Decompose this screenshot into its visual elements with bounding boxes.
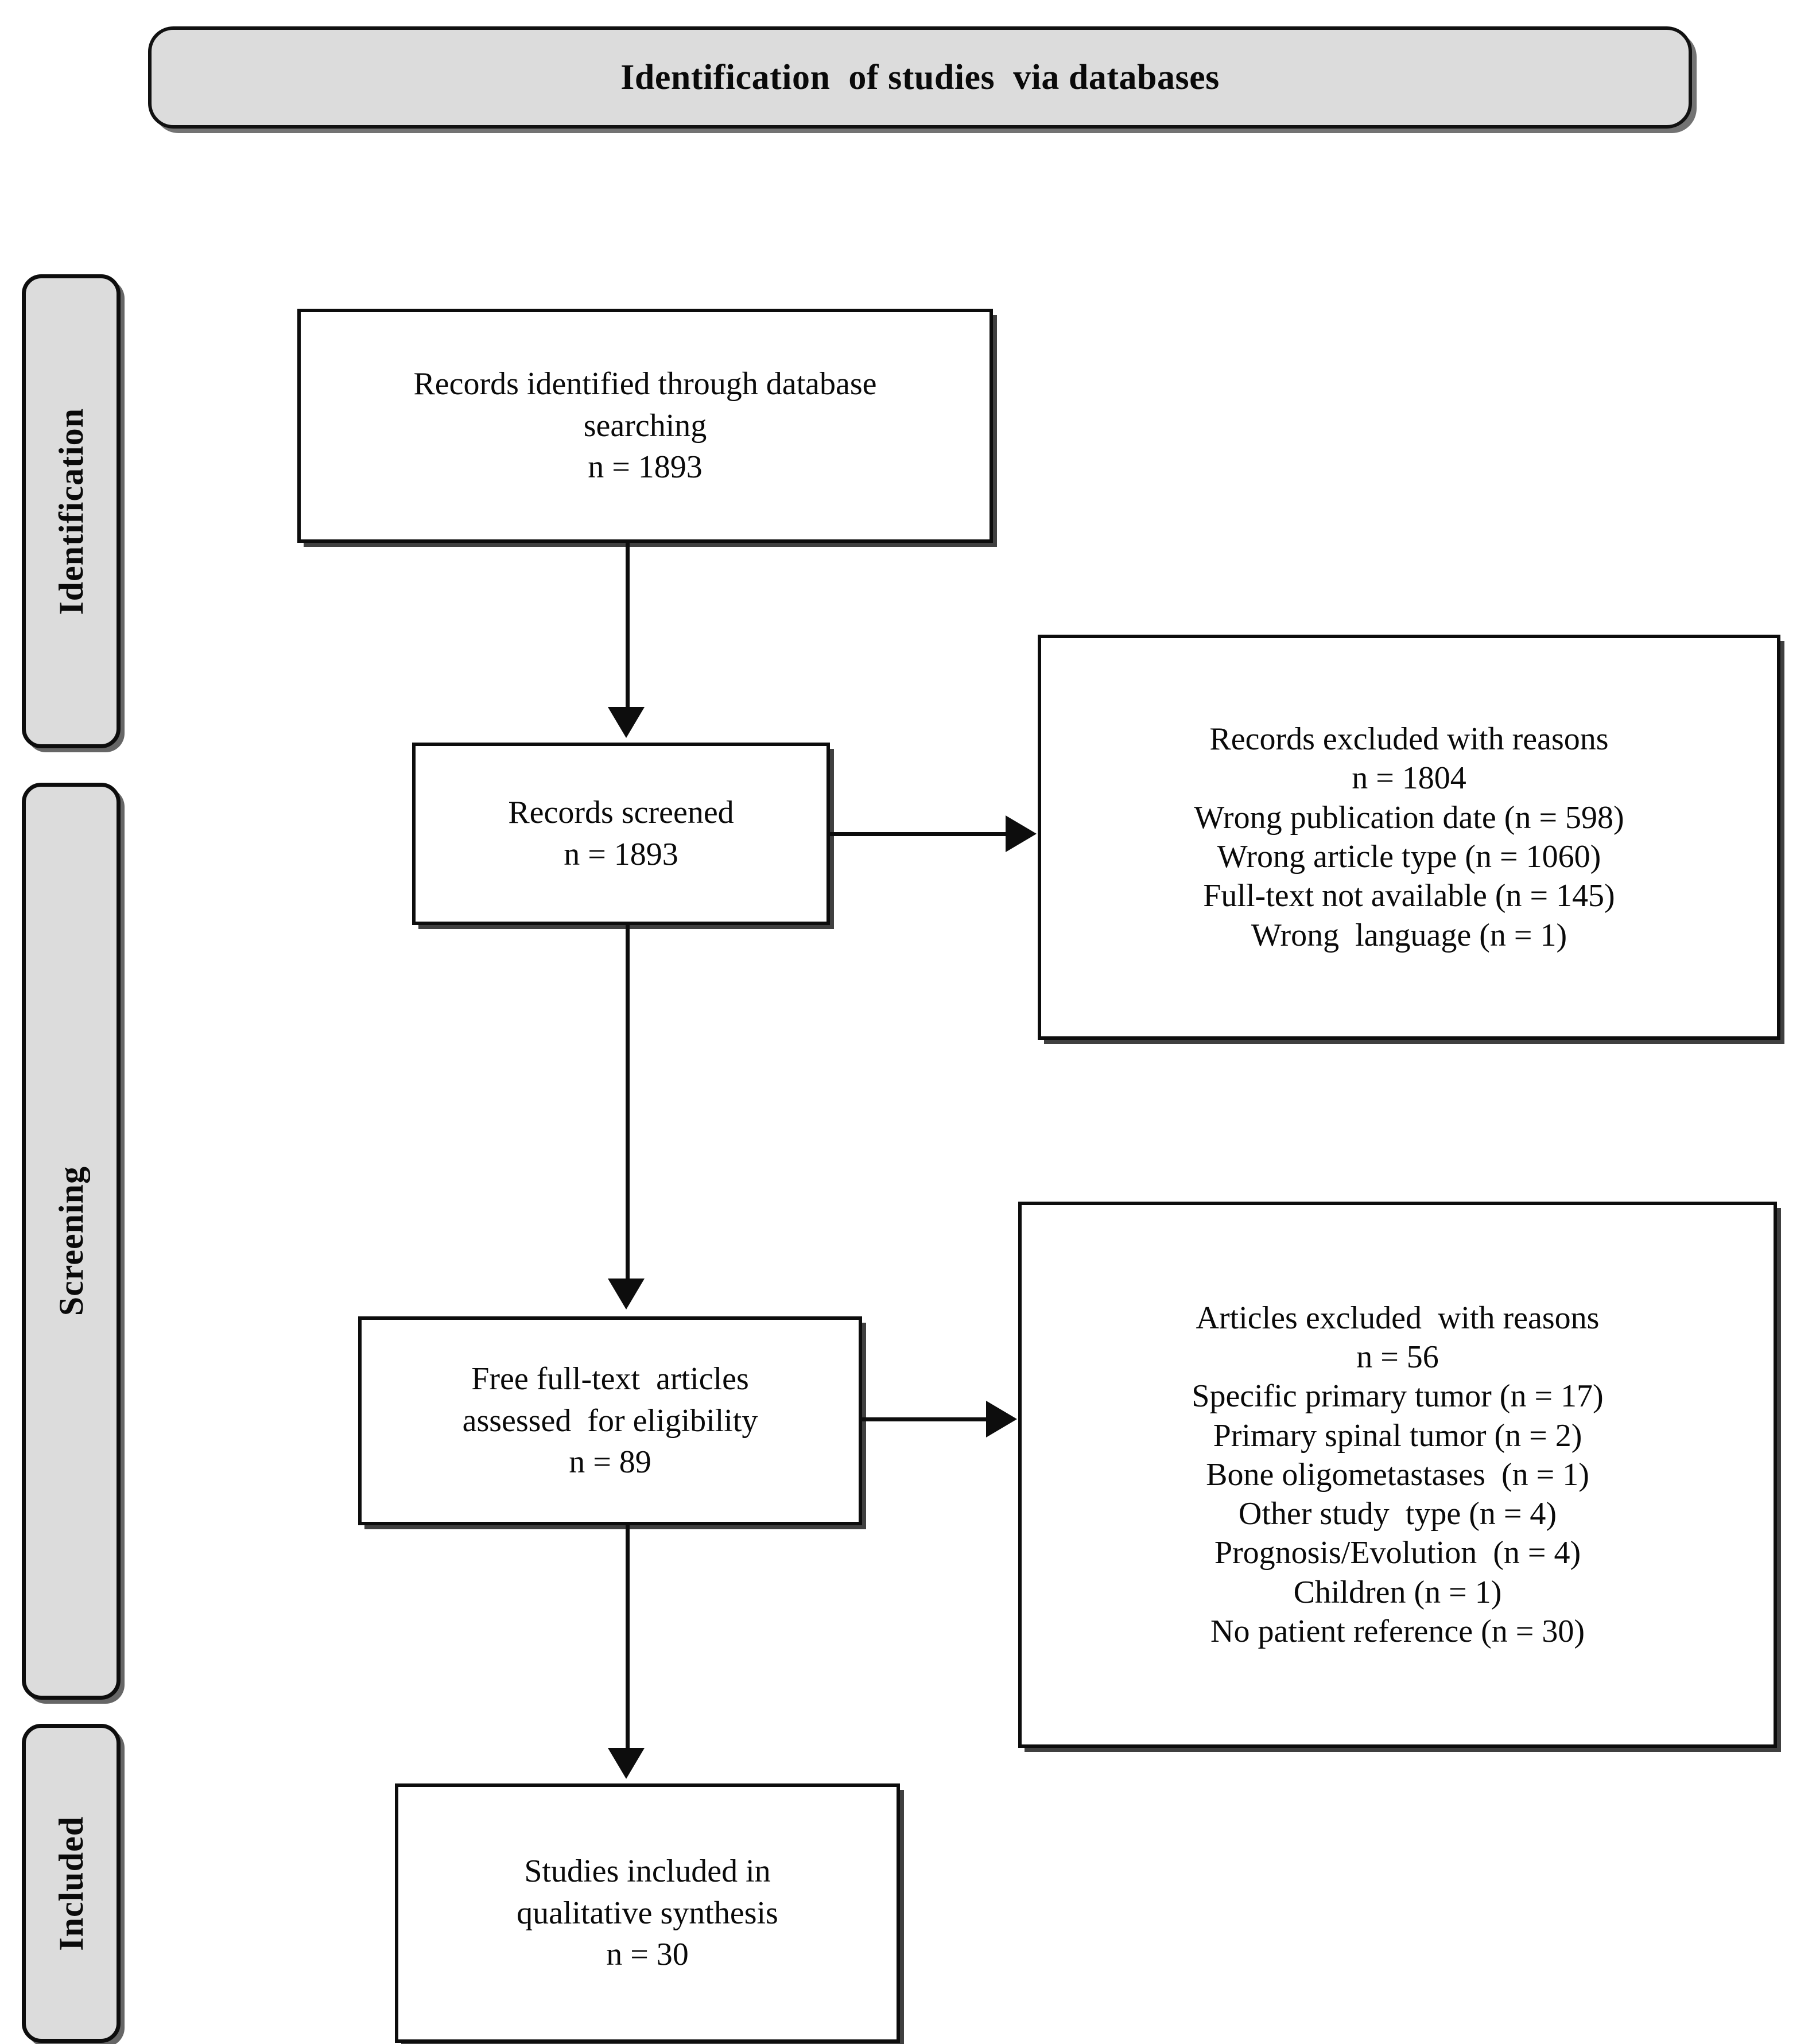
box-studies-included: Studies included in qualitative synthesi… (395, 1783, 900, 2043)
box-line: Full-text not available (n = 145) (1203, 878, 1615, 914)
box-line: Specific primary tumor (n = 17) (1192, 1378, 1604, 1415)
box-line: Records excluded with reasons (1209, 721, 1609, 757)
arrow-right-icon (1006, 815, 1037, 852)
box-line: n = 30 (606, 1937, 689, 1973)
stage-label-screening: Screening (22, 783, 121, 1700)
connector-identified-to-screened (626, 543, 630, 709)
connector-screened-to-records-excluded (830, 832, 1025, 836)
box-line: searching (583, 407, 707, 444)
arrow-right-icon (986, 1401, 1017, 1437)
box-line: Studies included in (524, 1853, 771, 1889)
box-line: Bone oligometastases (n = 1) (1206, 1456, 1589, 1493)
box-line: Free full-text articles (471, 1361, 749, 1397)
box-articles-excluded: Articles excluded with reasons n = 56 Sp… (1018, 1202, 1777, 1748)
box-line: Records screened (508, 795, 734, 831)
box-line: qualitative synthesis (517, 1895, 778, 1931)
box-line: Wrong article type (n = 1060) (1217, 839, 1601, 875)
arrow-down-icon (608, 1279, 645, 1309)
box-line: Prognosis/Evolution (n = 4) (1214, 1535, 1581, 1571)
box-line: n = 1804 (1352, 760, 1466, 796)
diagram-header-banner: Identification of studies via databases (148, 26, 1692, 129)
stage-label-text: Included (52, 1816, 90, 1951)
box-line: n = 89 (569, 1444, 651, 1480)
box-line: Other study type (n = 4) (1238, 1496, 1557, 1532)
box-line: n = 1893 (588, 449, 703, 485)
arrow-down-icon (608, 1748, 645, 1779)
box-line: Records identified through database (413, 366, 877, 402)
box-line: Wrong language (n = 1) (1251, 917, 1567, 953)
connector-fulltext-to-included (626, 1525, 630, 1750)
box-records-screened: Records screened n = 1893 (412, 743, 830, 925)
box-line: Wrong publication date (n = 598) (1194, 799, 1624, 836)
connector-screened-to-fulltext (626, 925, 630, 1280)
box-records-excluded: Records excluded with reasons n = 1804 W… (1038, 635, 1780, 1040)
box-line: n = 56 (1356, 1339, 1439, 1375)
box-fulltext-assessed: Free full-text articles assessed for eli… (358, 1316, 862, 1525)
box-line: n = 1893 (564, 837, 678, 872)
stage-label-text: Identification (52, 407, 90, 615)
stage-label-identification: Identification (22, 274, 121, 748)
stage-label-included: Included (22, 1724, 121, 2043)
box-line: assessed for eligibility (462, 1402, 758, 1439)
box-line: Children (n = 1) (1293, 1574, 1502, 1610)
box-line: Primary spinal tumor (n = 2) (1213, 1417, 1582, 1454)
box-line: No patient reference (n = 30) (1210, 1614, 1585, 1650)
arrow-down-icon (608, 707, 645, 738)
stage-label-text: Screening (52, 1166, 90, 1316)
connector-fulltext-to-articles-excluded (862, 1417, 1006, 1421)
box-records-identified: Records identified through database sear… (297, 309, 993, 543)
box-line: Articles excluded with reasons (1196, 1300, 1600, 1336)
diagram-title: Identification of studies via databases (620, 57, 1220, 97)
